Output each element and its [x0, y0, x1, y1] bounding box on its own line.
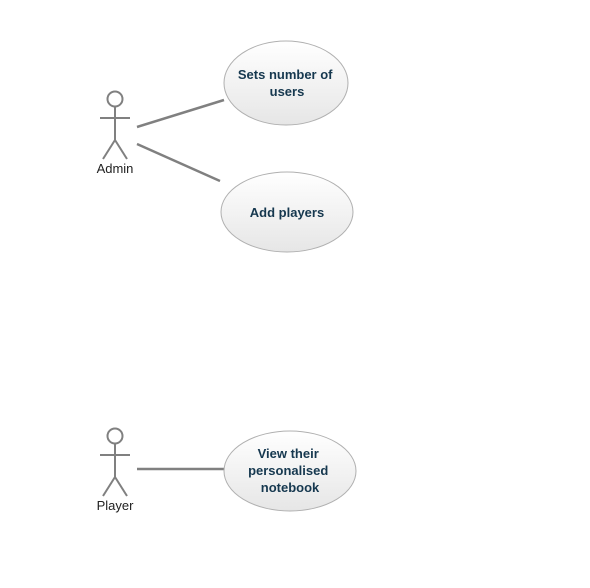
use-case-label: Sets number of users [238, 67, 336, 99]
actor-label-player: Player [97, 498, 135, 513]
use-case-ellipse [223, 40, 349, 126]
actor-label-admin: Admin [97, 161, 134, 176]
stick-figure-icon [100, 90, 130, 160]
use-case-ellipse [220, 171, 354, 253]
actor-player[interactable]: Player [97, 427, 135, 514]
use-case-add-players[interactable]: Add players [220, 171, 354, 253]
use-case-view-personalised-notebook[interactable]: View their personalised notebook [223, 430, 357, 512]
association-admin-sets-number [136, 98, 225, 129]
use-case-label: View their personalised notebook [248, 446, 332, 495]
actor-admin[interactable]: Admin [97, 90, 134, 177]
stick-figure-icon [100, 427, 130, 497]
association-admin-add-players [136, 142, 221, 183]
use-case-sets-number-of-users[interactable]: Sets number of users [223, 40, 349, 126]
use-case-label: Add players [250, 205, 324, 220]
use-case-ellipse [223, 430, 357, 512]
